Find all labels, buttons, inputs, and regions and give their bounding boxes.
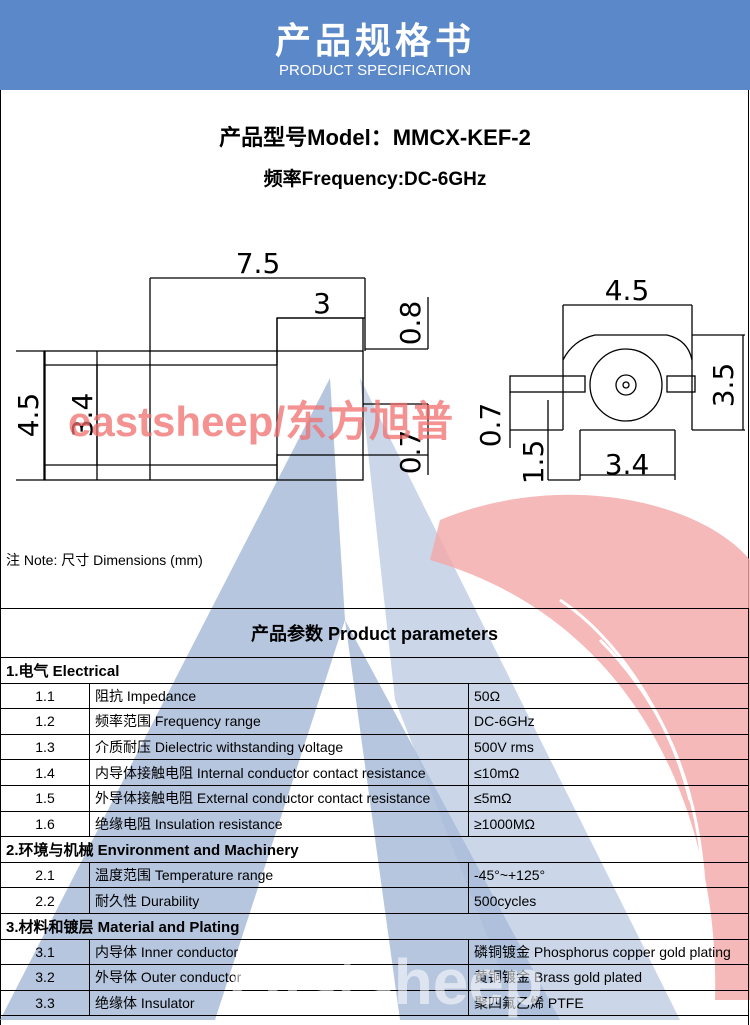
param-name: 阻抗 Impedance: [89, 682, 469, 710]
header-banner: 产品规格书 PRODUCT SPECIFICATION: [0, 0, 750, 90]
param-number: 2.2: [0, 887, 90, 914]
dim-inner-height: 3.4: [66, 393, 99, 438]
table-caption: 产品参数 Product parameters: [0, 608, 749, 658]
dim-end-pin-thickness: 0.7: [474, 403, 507, 448]
param-value: 500V rms: [468, 733, 749, 761]
param-number: 1.6: [0, 810, 90, 838]
param-number: 1.2: [0, 708, 90, 735]
watermark-top: eastsheep/东方旭普: [68, 398, 454, 445]
param-value: 聚四氟乙烯 PTFE: [468, 989, 749, 1017]
page-title: 产品规格书: [274, 21, 475, 62]
frequency-heading: 频率Frequency:DC-6GHz: [263, 169, 487, 190]
param-number: 1.3: [0, 733, 90, 761]
section-row: 3.材料和镀层 Material and Plating: [0, 912, 749, 940]
param-value: ≤10mΩ: [468, 759, 749, 786]
param-name: 外导体接触电阻 External conductor contact resis…: [89, 784, 469, 812]
table-caption-row: 产品参数 Product parameters: [0, 608, 749, 658]
model-heading: 产品型号Model：MMCX-KEF-2: [219, 125, 531, 150]
param-number: 2.1: [0, 861, 90, 889]
param-value: DC-6GHz: [468, 708, 749, 735]
param-number: 1.5: [0, 784, 90, 812]
watermark-bottom: eastsheep: [230, 946, 544, 1018]
dim-end-height: 3.5: [707, 363, 740, 408]
param-value: 500cycles: [468, 887, 749, 914]
dimension-note: 注 Note: 尺寸 Dimensions (mm): [6, 552, 203, 568]
side-view: [16, 277, 429, 481]
dim-end-width: 4.5: [605, 274, 650, 307]
section-row: 2.环境与机械 Environment and Machinery: [0, 836, 749, 863]
param-name: 内导体 Inner conductor: [89, 938, 469, 966]
param-number: 3.1: [0, 938, 90, 966]
param-number: 1.4: [0, 759, 90, 786]
param-number: 3.2: [0, 964, 90, 991]
param-name: 温度范围 Temperature range: [89, 861, 469, 889]
param-value: 磷铜镀金 Phosphorus copper gold plating: [468, 938, 749, 966]
param-number: 3.3: [0, 989, 90, 1017]
param-value: ≤5mΩ: [468, 784, 749, 812]
param-name: 介质耐压 Dielectric withstanding voltage: [89, 733, 469, 761]
param-name: 绝缘电阻 Insulation resistance: [89, 810, 469, 838]
param-name: 耐久性 Durability: [89, 887, 469, 914]
section-row: 1.电气 Electrical: [0, 657, 749, 684]
dim-overall-length: 7.5: [236, 247, 281, 280]
end-view: [509, 304, 745, 481]
dim-pin-thickness: 0.7: [394, 430, 427, 475]
section-title: 3.材料和镀层 Material and Plating: [0, 912, 749, 940]
param-name: 内导体接触电阻 Internal conductor contact resis…: [89, 759, 469, 786]
param-value: -45°~+125°: [468, 861, 749, 889]
dim-end-base-width: 3.4: [605, 448, 650, 481]
param-value: 黄铜镀金 Brass gold plated: [468, 964, 749, 991]
param-name: 绝缘体 Insulator: [89, 989, 469, 1017]
param-value: ≥1000MΩ: [468, 810, 749, 838]
section-title: 2.环境与机械 Environment and Machinery: [0, 836, 749, 863]
dim-body-height: 4.5: [12, 393, 45, 438]
param-name: 频率范围 Frequency range: [89, 708, 469, 735]
param-value: 50Ω: [468, 682, 749, 710]
dim-tip-offset: 0.8: [394, 301, 427, 346]
dim-end-pin-height: 1.5: [517, 440, 550, 485]
dim-tip-length: 3: [313, 287, 331, 320]
param-number: 1.1: [0, 682, 90, 710]
dimension-drawing: 7.5 3 0.8 4.5 3.4 0.7 4.5 3.5 0.7 1.5 3.…: [12, 247, 745, 485]
section-title: 1.电气 Electrical: [0, 657, 749, 684]
page-subtitle: PRODUCT SPECIFICATION: [279, 62, 471, 79]
